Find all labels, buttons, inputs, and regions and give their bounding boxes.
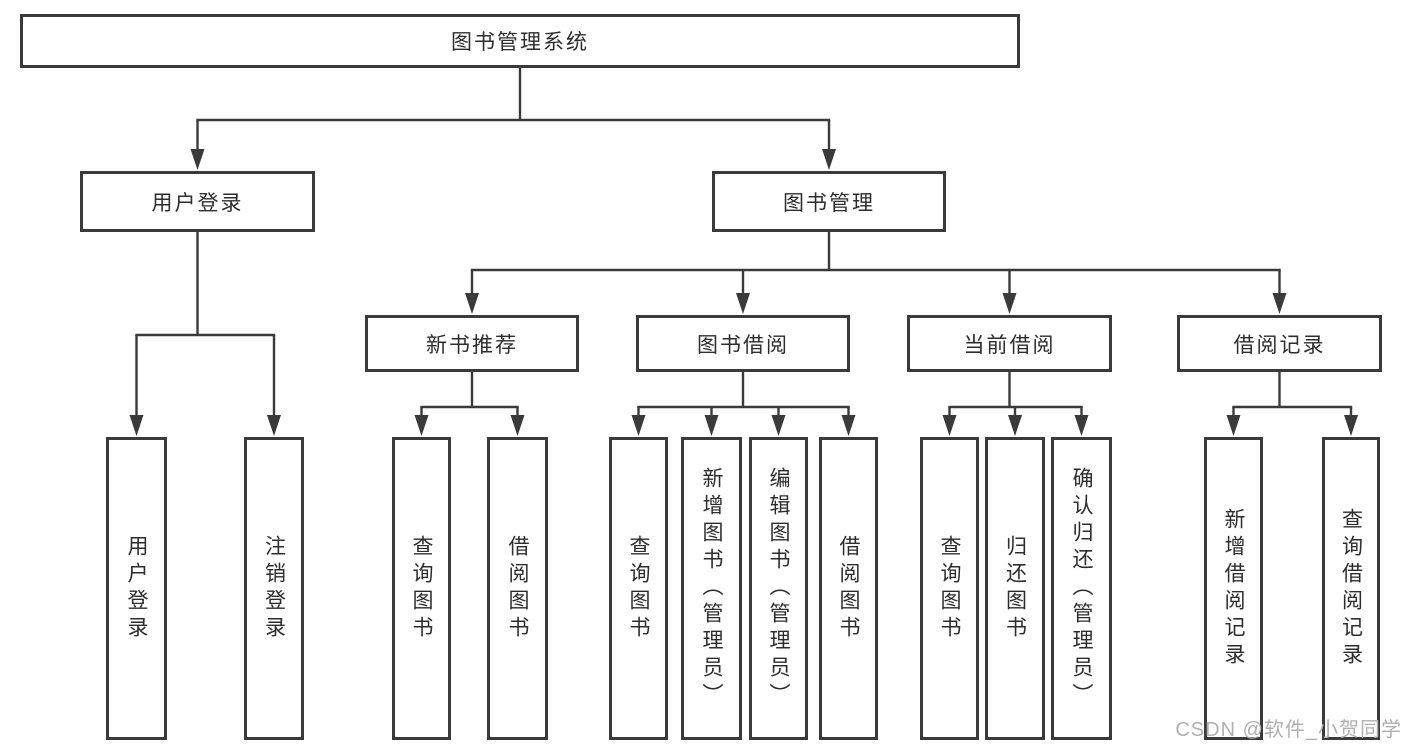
arrowhead-icon-leaf-cb-return: [1008, 415, 1022, 436]
node-label-leaf-bw-query: 查询图书: [627, 534, 650, 643]
node-label-leaf-bw-edit: 编辑图书（管理员）: [767, 467, 790, 710]
node-label-borrow-records: 借阅记录: [1233, 333, 1326, 357]
arrowhead-icon-current-borrow: [1002, 293, 1017, 314]
node-label-leaf-bw-add: 新增图书（管理员）: [700, 467, 723, 710]
node-label-leaf-logout: 注销登录: [262, 534, 286, 643]
arrowhead-icon-leaf-cb-confirm: [1074, 415, 1089, 436]
node-label-leaf-nr-borrow: 借阅图书: [506, 534, 529, 643]
node-label-leaf-cb-return: 归还图书: [1003, 534, 1027, 643]
node-label-book-mgmt: 图书管理: [783, 191, 875, 215]
node-leaf-bw-edit: 编辑图书（管理员）: [749, 437, 808, 740]
arrowhead-icon-leaf-bw-edit: [771, 415, 786, 436]
node-leaf-nr-borrow: 借阅图书: [487, 437, 548, 740]
node-leaf-logout: 注销登录: [244, 437, 304, 740]
node-borrow-records: 借阅记录: [1177, 315, 1382, 372]
node-new-book-rec: 新书推荐: [365, 315, 579, 372]
node-label-book-borrow: 图书借阅: [697, 333, 789, 357]
node-leaf-br-add: 新增借阅记录: [1204, 437, 1263, 740]
node-label-root: 图书管理系统: [451, 31, 589, 54]
arrowhead-icon-leaf-bw-query: [631, 415, 646, 436]
arrowhead-icon-new-book-rec: [465, 293, 479, 314]
node-current-borrow: 当前借阅: [907, 315, 1112, 372]
node-leaf-br-query: 查询借阅记录: [1322, 437, 1380, 740]
node-label-user-login: 用户登录: [151, 191, 244, 215]
node-leaf-login: 用户登录: [106, 437, 167, 740]
node-label-leaf-cb-query: 查询图书: [938, 534, 961, 643]
watermark: CSDN @软件_小贺同学: [1175, 719, 1402, 741]
node-label-leaf-br-add: 新增借阅记录: [1222, 507, 1245, 670]
arrowhead-icon-leaf-br-query: [1344, 415, 1358, 436]
arrowhead-icon-leaf-br-add: [1226, 415, 1241, 436]
node-label-leaf-login: 用户登录: [125, 534, 148, 643]
arrowhead-icon-leaf-nr-borrow: [510, 415, 525, 436]
arrowhead-icon-user-login: [190, 149, 205, 170]
node-leaf-bw-borrow: 借阅图书: [819, 437, 878, 740]
arrowhead-icon-borrow-records: [1272, 293, 1287, 314]
node-leaf-bw-query: 查询图书: [609, 437, 668, 740]
node-leaf-cb-return: 归还图书: [985, 437, 1045, 740]
node-label-leaf-bw-borrow: 借阅图书: [837, 534, 860, 643]
node-label-current-borrow: 当前借阅: [963, 333, 1056, 357]
arrowhead-icon-leaf-bw-add: [704, 415, 719, 436]
node-label-leaf-cb-confirm: 确认归还（管理员）: [1070, 467, 1093, 710]
arrowhead-icon-leaf-bw-borrow: [841, 415, 856, 436]
arrowhead-icon-leaf-logout: [267, 415, 281, 436]
arrowhead-icon-leaf-nr-query: [414, 415, 429, 436]
arrowhead-icon-book-borrow: [736, 293, 750, 314]
node-label-leaf-nr-query: 查询图书: [410, 534, 433, 643]
arrowhead-icon-book-mgmt: [822, 149, 836, 170]
node-book-borrow: 图书借阅: [636, 315, 850, 372]
node-book-mgmt: 图书管理: [712, 171, 946, 232]
node-leaf-bw-add: 新增图书（管理员）: [681, 437, 742, 740]
node-user-login: 用户登录: [80, 171, 315, 232]
arrowhead-icon-leaf-cb-query: [942, 415, 957, 436]
node-leaf-cb-query: 查询图书: [920, 437, 979, 740]
node-label-leaf-br-query: 查询借阅记录: [1339, 507, 1363, 670]
node-label-new-book-rec: 新书推荐: [426, 333, 518, 357]
node-leaf-nr-query: 查询图书: [392, 437, 451, 740]
arrowhead-icon-leaf-login: [129, 415, 144, 436]
node-root: 图书管理系统: [20, 14, 1020, 68]
node-leaf-cb-confirm: 确认归还（管理员）: [1051, 437, 1112, 740]
